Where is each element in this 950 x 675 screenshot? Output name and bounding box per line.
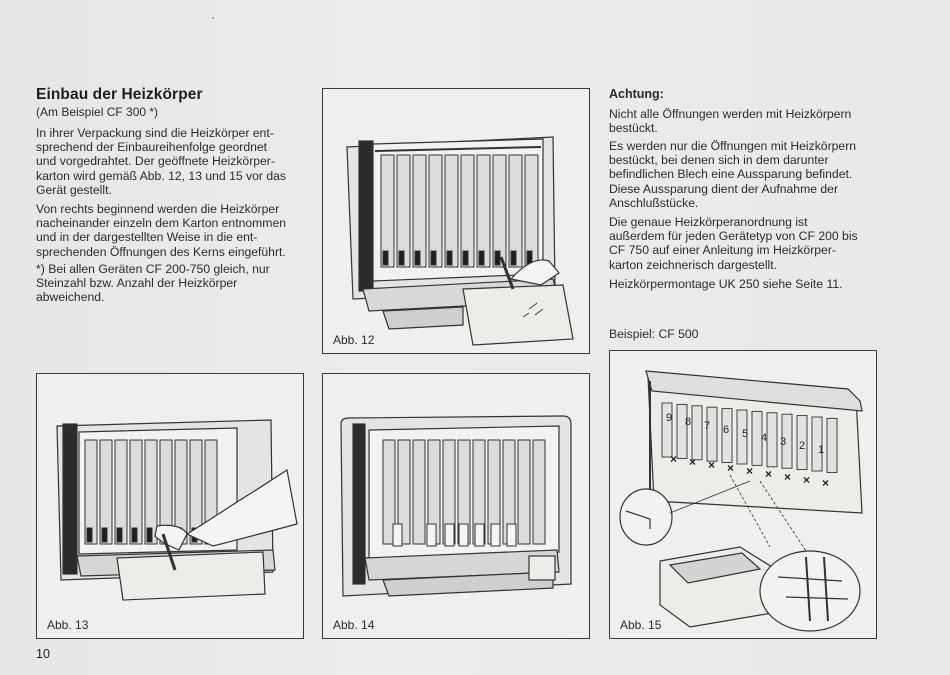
heater-element <box>397 439 411 545</box>
heater-element <box>460 154 475 268</box>
slot-marker: × <box>727 461 734 475</box>
slot-number: 3 <box>780 436 786 448</box>
core-slot <box>691 405 703 461</box>
heater-element <box>444 154 459 268</box>
slot-marker: × <box>765 467 772 481</box>
heater-terminal <box>101 527 108 543</box>
heater-terminal <box>131 527 138 543</box>
figure-14-caption: Abb. 14 <box>333 618 375 632</box>
slot-number: 9 <box>666 412 672 424</box>
heater-element <box>532 439 546 545</box>
heater-element <box>476 154 491 268</box>
heater-element <box>517 439 531 545</box>
figure-12: Abb. 12 <box>322 88 590 354</box>
heater-terminal <box>446 250 453 266</box>
heater-element <box>412 439 426 545</box>
slot-number: 8 <box>685 416 691 428</box>
heater-terminal <box>146 527 153 543</box>
figure-14-illustration <box>340 415 572 597</box>
warning-heading: Achtung: <box>609 87 664 101</box>
heater-element <box>114 439 128 545</box>
core-slot <box>781 413 793 469</box>
heater-element <box>524 154 539 268</box>
section-title: Einbau der Heizkörper <box>36 86 203 103</box>
warning-paragraph-3: Die genaue Heizkörperanordnung ist außer… <box>609 215 858 272</box>
slot-number: 2 <box>799 440 805 452</box>
connector-piece <box>458 523 469 547</box>
intro-paragraph: In ihrer Verpackung sind die Heizkörper … <box>36 126 286 197</box>
footnote: *) Bei allen Geräten CF 200-750 gleich, … <box>36 262 270 305</box>
slot-marker: × <box>708 458 715 472</box>
slot-number: 7 <box>704 420 710 432</box>
connector-piece <box>426 523 437 547</box>
heater-element <box>380 154 395 268</box>
core-slot <box>736 409 748 465</box>
core-slot <box>706 406 718 462</box>
heater-terminal <box>398 250 405 266</box>
heater-terminal <box>510 250 517 266</box>
heater-element <box>129 439 143 545</box>
heater-terminal <box>382 250 389 266</box>
figure-15: 9 × 8 × 7 × 6 × 5 × 4 × 3 × 2 × 1 × Abb. 15 <box>609 350 877 639</box>
figure-12-illustration <box>346 136 574 346</box>
slot-number: 4 <box>761 432 767 444</box>
heater-element <box>99 439 113 545</box>
heater-element <box>84 439 98 545</box>
slot-marker: × <box>746 464 753 478</box>
slot-marker: × <box>784 470 791 484</box>
page-number: 10 <box>36 647 50 661</box>
slot-marker: × <box>689 455 696 469</box>
slot-number: 1 <box>818 444 824 456</box>
heater-element <box>508 154 523 268</box>
heater-terminal <box>494 250 501 266</box>
core-slot <box>661 402 673 458</box>
slot-marker: × <box>670 452 677 466</box>
warning-paragraph-1: Nicht alle Öffnungen werden mit Heizkörp… <box>609 107 852 136</box>
figure-15-illustration: 9 × 8 × 7 × 6 × 5 × 4 × 3 × 2 × 1 × <box>619 370 863 632</box>
heater-terminal <box>462 250 469 266</box>
figure-14: Abb. 14 <box>322 373 590 639</box>
connector-piece <box>392 523 403 547</box>
connector-piece <box>506 523 517 547</box>
heater-terminal <box>86 527 93 543</box>
core-slot <box>826 417 838 473</box>
heater-element <box>144 439 158 545</box>
heater-terminal <box>116 527 123 543</box>
connector-piece <box>444 523 455 547</box>
heater-element <box>492 154 507 268</box>
slot-number: 5 <box>742 428 748 440</box>
heater-element <box>428 154 443 268</box>
cross-reference: Heizkörpermontage UK 250 siehe Seite 11. <box>609 277 843 291</box>
core-slot <box>811 416 823 472</box>
core-slot <box>721 408 733 464</box>
heater-terminal <box>414 250 421 266</box>
figure-13-illustration <box>56 419 298 601</box>
core-slot <box>676 403 688 459</box>
section-subtitle: (Am Beispiel CF 300 *) <box>36 105 159 119</box>
connector-piece <box>490 523 501 547</box>
slot-marker: × <box>822 476 829 490</box>
core-slot <box>751 410 763 466</box>
core-slot <box>796 415 808 471</box>
figure-12-caption: Abb. 12 <box>333 333 375 347</box>
connector-piece <box>474 523 485 547</box>
core-slot <box>766 412 778 468</box>
figure-15-caption: Abb. 15 <box>620 618 662 632</box>
print-dot <box>212 17 214 19</box>
slot-number: 6 <box>723 424 729 436</box>
heater-element <box>412 154 427 268</box>
heater-terminal <box>430 250 437 266</box>
heater-element <box>382 439 396 545</box>
heater-element <box>189 439 203 545</box>
example-label: Beispiel: CF 500 <box>609 327 699 341</box>
slot-marker: × <box>803 473 810 487</box>
procedure-paragraph: Von rechts beginnend werden die Heizkörp… <box>36 202 287 259</box>
figure-13-caption: Abb. 13 <box>47 618 89 632</box>
warning-paragraph-2: Es werden nur die Öffnungen mit Heizkörp… <box>609 139 857 210</box>
figure-13: Abb. 13 <box>36 373 304 639</box>
heater-terminal <box>478 250 485 266</box>
heater-element <box>396 154 411 268</box>
